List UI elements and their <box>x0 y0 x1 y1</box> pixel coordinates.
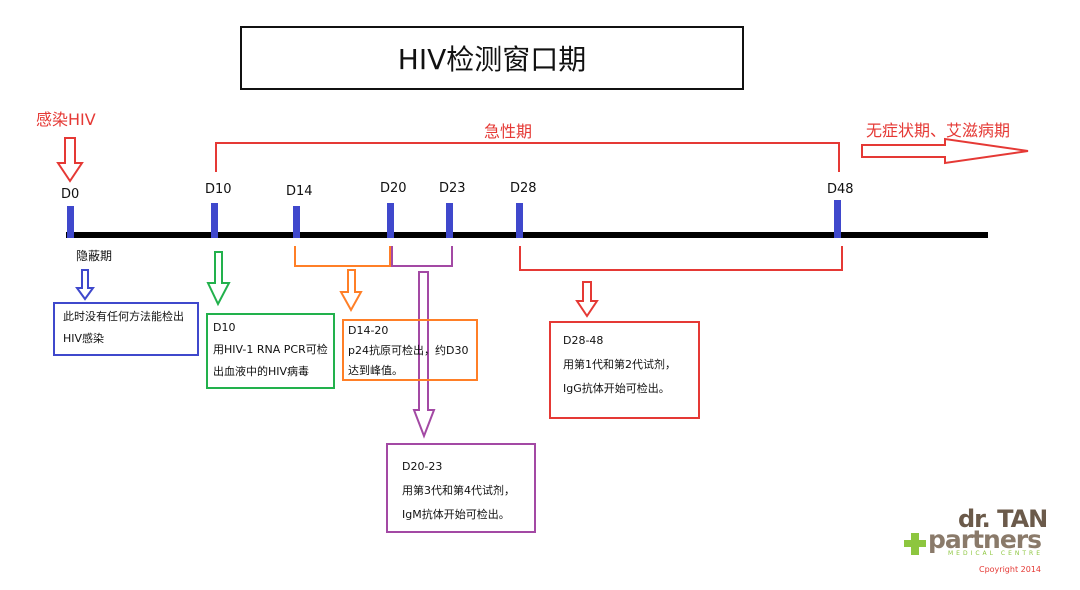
d10-arrow-icon <box>206 251 231 307</box>
infection-label: 感染HIV <box>36 110 96 129</box>
day-label-d28: D28 <box>510 181 537 196</box>
d10-info-box: D10 用HIV-1 RNA PCR可检 出血液中的HIV病毒 <box>206 313 335 389</box>
day-label-d48: D48 <box>827 182 854 197</box>
tick-d10 <box>211 203 218 238</box>
box-line: 达到峰值。 <box>348 364 403 377</box>
day-label-d14: D14 <box>286 184 313 199</box>
d20-23-info-box: D20-23 用第3代和第4代试剂， IgM抗体开始可检出。 <box>386 443 536 533</box>
box-line: D20-23 <box>402 460 443 473</box>
logo-line2: partners <box>928 525 1042 554</box>
tick-d14 <box>293 206 300 238</box>
d28-48-bracket <box>519 246 843 271</box>
box-line: D10 <box>213 321 236 334</box>
logo-subtitle: MEDICAL CENTRE <box>948 550 1043 557</box>
box-line: 用第1代和第2代试剂， <box>563 358 676 371</box>
d28-48-arrow-icon <box>575 281 599 318</box>
tick-d20 <box>387 203 394 238</box>
day-label-d0: D0 <box>61 187 80 202</box>
latent-period-label: 隐蔽期 <box>76 249 113 263</box>
acute-period-label: 急性期 <box>484 122 533 141</box>
d28-48-info-box: D28-48 用第1代和第2代试剂， IgG抗体开始可检出。 <box>549 321 700 419</box>
day-label-d20: D20 <box>380 181 407 196</box>
box-line: 出血液中的HIV病毒 <box>213 365 310 378</box>
d20-23-bracket <box>391 246 453 267</box>
box-line: 此时没有任何方法能检出 <box>63 310 184 323</box>
timeline-bar <box>66 232 988 238</box>
acute-bracket <box>215 142 840 172</box>
tick-d23 <box>446 203 453 238</box>
d0-info-box: 此时没有任何方法能检出 HIV感染 <box>53 302 199 356</box>
tick-d28 <box>516 203 523 238</box>
copyright-text: Cpoyright 2014 <box>979 565 1041 574</box>
box-line: 用第3代和第4代试剂， <box>402 484 515 497</box>
late-period-arrow-icon <box>861 137 1029 165</box>
late-period-label: 无症状期、艾滋病期 <box>866 121 1011 140</box>
infection-arrow-icon <box>56 137 84 183</box>
box-line: D14-20 <box>348 324 389 337</box>
latent-arrow-icon <box>75 269 95 301</box>
d20-23-arrow-icon <box>412 271 436 439</box>
day-label-d23: D23 <box>439 181 466 196</box>
box-line: p24抗原可检出，约D30 <box>348 344 469 357</box>
day-label-d10: D10 <box>205 182 232 197</box>
box-line: D28-48 <box>563 334 604 347</box>
d14-20-bracket <box>294 246 391 267</box>
page-title: HIV检测窗口期 <box>240 26 744 90</box>
box-line: IgM抗体开始可检出。 <box>402 508 510 521</box>
d14-20-info-box: D14-20 p24抗原可检出，约D30 达到峰值。 <box>342 319 478 381</box>
box-line: 用HIV-1 RNA PCR可检 <box>213 343 328 356</box>
box-line: IgG抗体开始可检出。 <box>563 382 670 395</box>
tick-d0 <box>67 206 74 238</box>
logo-line1: dr. TAN <box>958 505 1048 533</box>
tick-d48 <box>834 200 841 238</box>
d14-20-arrow-icon <box>339 269 363 313</box>
box-line: HIV感染 <box>63 332 105 345</box>
